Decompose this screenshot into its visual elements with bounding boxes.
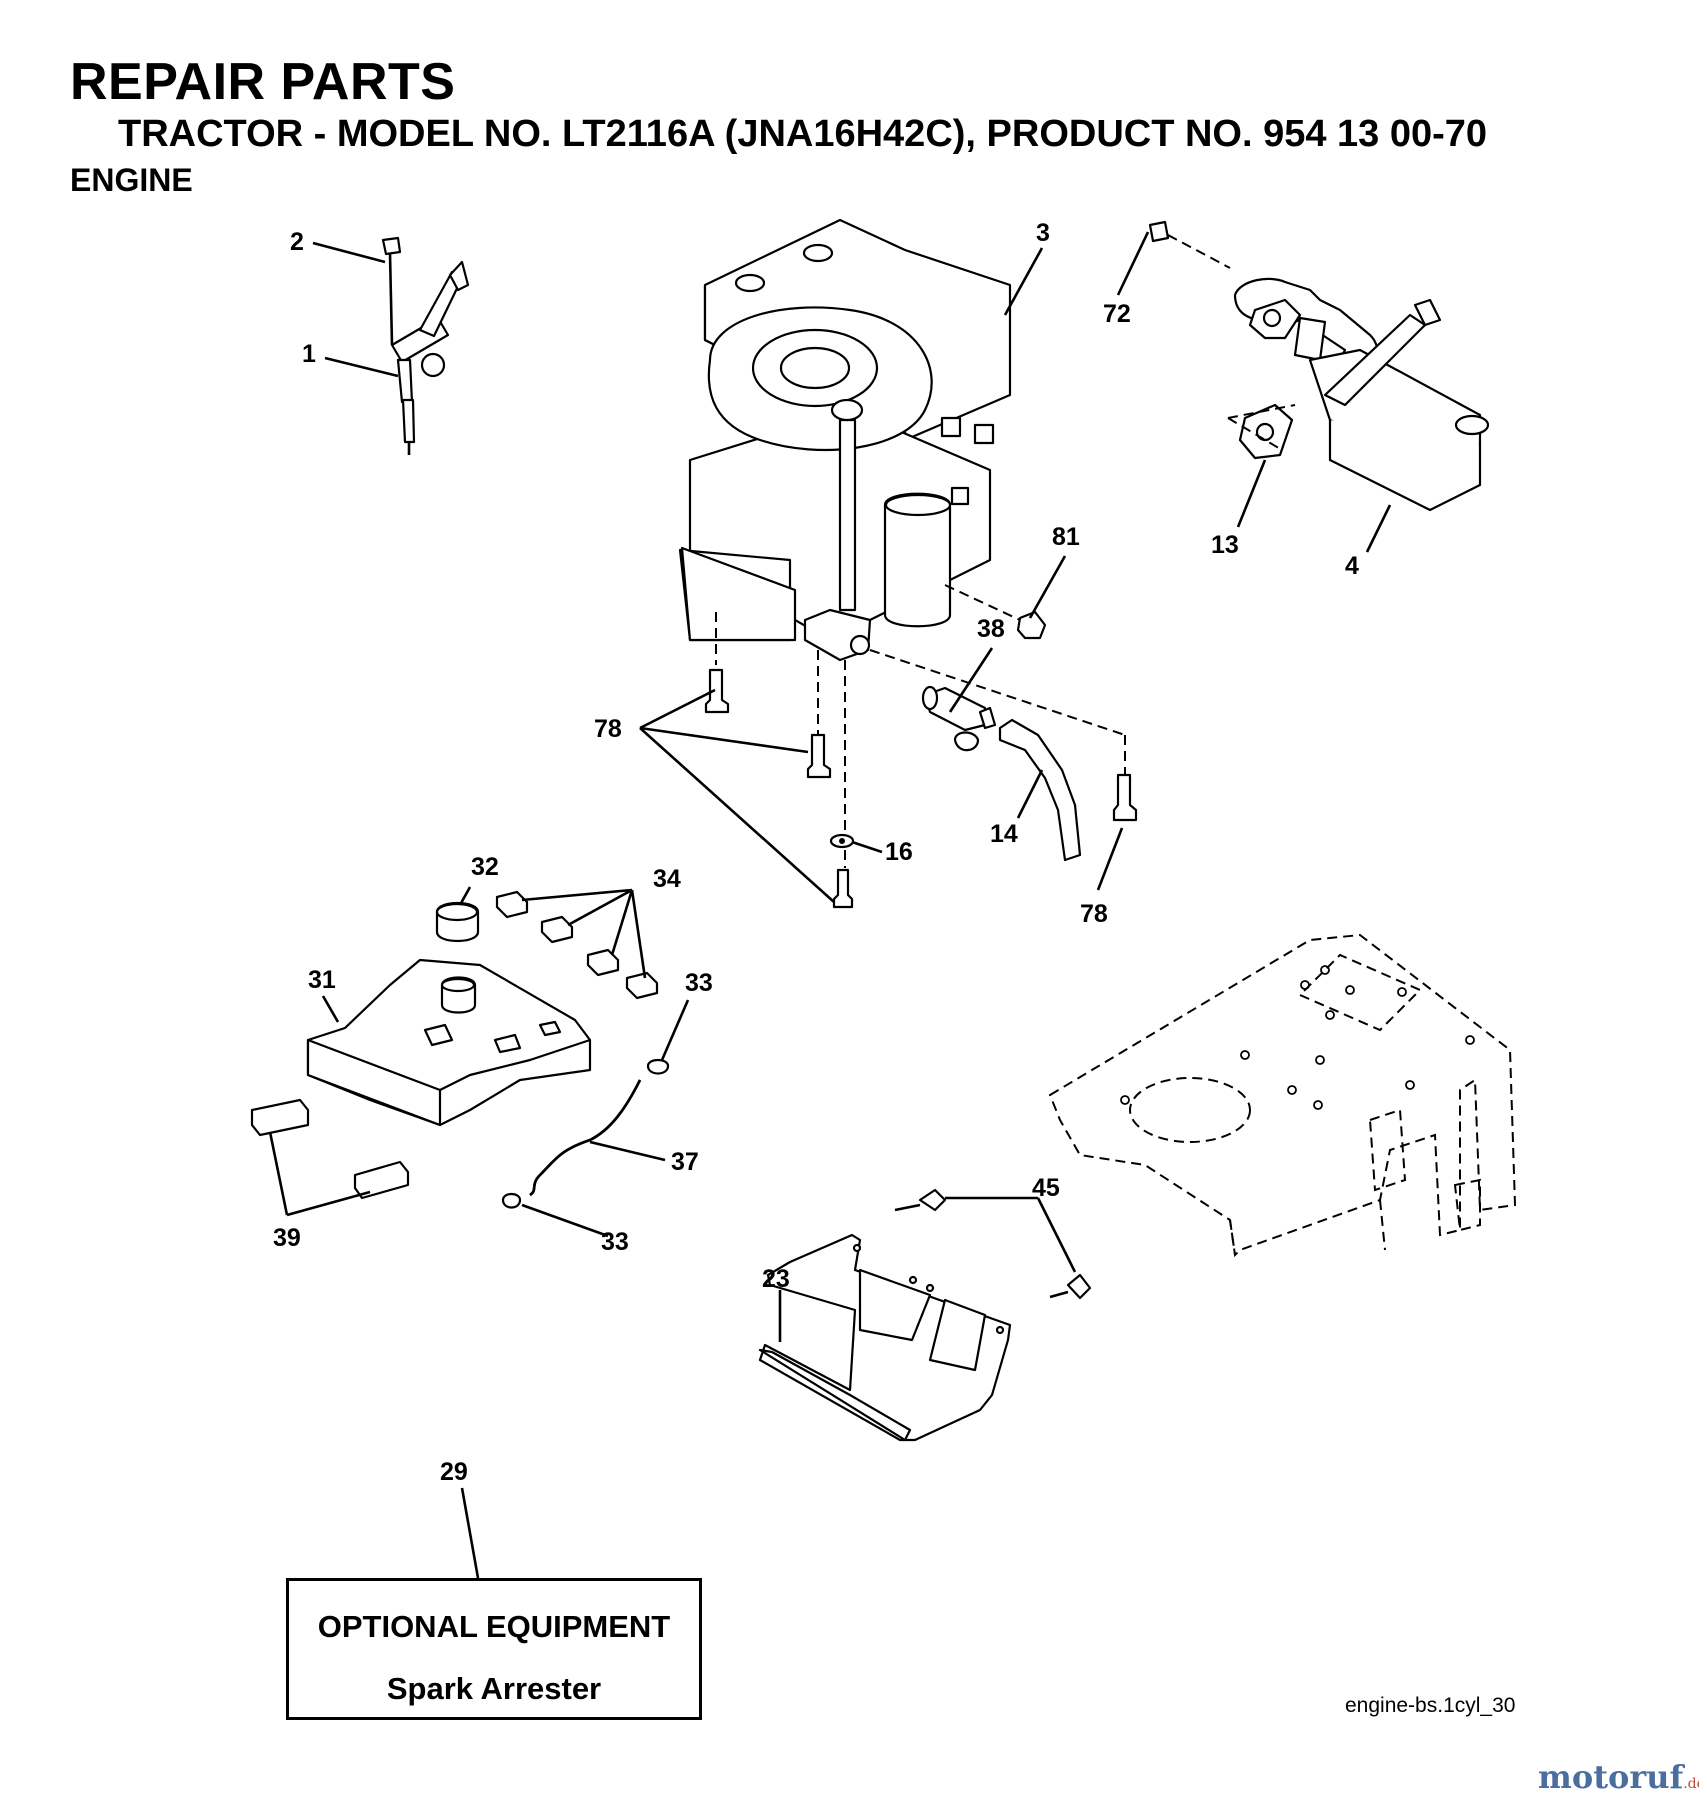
- callout-72: 72: [1103, 300, 1131, 328]
- callout-23: 23: [762, 1265, 790, 1293]
- engine-mounting-hardware: [704, 584, 1138, 909]
- model-subtitle: TRACTOR - MODEL NO. LT2116A (JNA16H42C),…: [118, 113, 1488, 155]
- callout-45: 45: [1032, 1174, 1060, 1202]
- callout-33-lower: 33: [601, 1228, 629, 1256]
- callout-1: 1: [302, 340, 316, 368]
- callout-3: 3: [1036, 219, 1050, 247]
- heat-shield-part: [758, 1188, 1092, 1442]
- callout-32: 32: [471, 853, 499, 881]
- callout-14: 14: [990, 820, 1018, 848]
- callout-33-upper: 33: [685, 969, 713, 997]
- page-title: REPAIR PARTS: [70, 53, 456, 111]
- fuel-line-parts: [501, 1058, 670, 1209]
- section-title: ENGINE: [70, 162, 193, 198]
- optional-equipment-title: OPTIONAL EQUIPMENT: [317, 1609, 671, 1644]
- optional-equipment-box: OPTIONAL EQUIPMENT Spark Arrester: [286, 1578, 702, 1720]
- callout-31: 31: [308, 966, 336, 994]
- callout-29: 29: [440, 1458, 468, 1486]
- callout-39: 39: [273, 1224, 301, 1252]
- callout-78-right: 78: [1080, 900, 1108, 928]
- callout-leader-lines: [268, 231, 1392, 1579]
- callout-37: 37: [671, 1148, 699, 1176]
- optional-equipment-item: Spark Arrester: [386, 1671, 602, 1706]
- watermark-logo: motoruf.de: [1538, 1758, 1699, 1796]
- callout-2: 2: [290, 228, 304, 256]
- callout-81: 81: [1052, 523, 1080, 551]
- throttle-control-part: [381, 236, 470, 455]
- drawing-file-reference: engine-bs.1cyl_30: [1345, 1694, 1516, 1717]
- muffler-part: [1148, 220, 1490, 512]
- callout-13: 13: [1211, 531, 1239, 559]
- engine-part: [678, 218, 1012, 662]
- callout-34: 34: [653, 865, 681, 893]
- callout-78-left: 78: [594, 715, 622, 743]
- callout-numbers: 2 1 3 72 13 4 81 38 78 14 16 78 32 34 31…: [273, 219, 1359, 1486]
- callout-4: 4: [1345, 552, 1359, 580]
- callout-38: 38: [977, 615, 1005, 643]
- tractor-frame-outline: [1048, 933, 1517, 1258]
- tool-tray-parts: [250, 890, 659, 1200]
- callout-16: 16: [885, 838, 913, 866]
